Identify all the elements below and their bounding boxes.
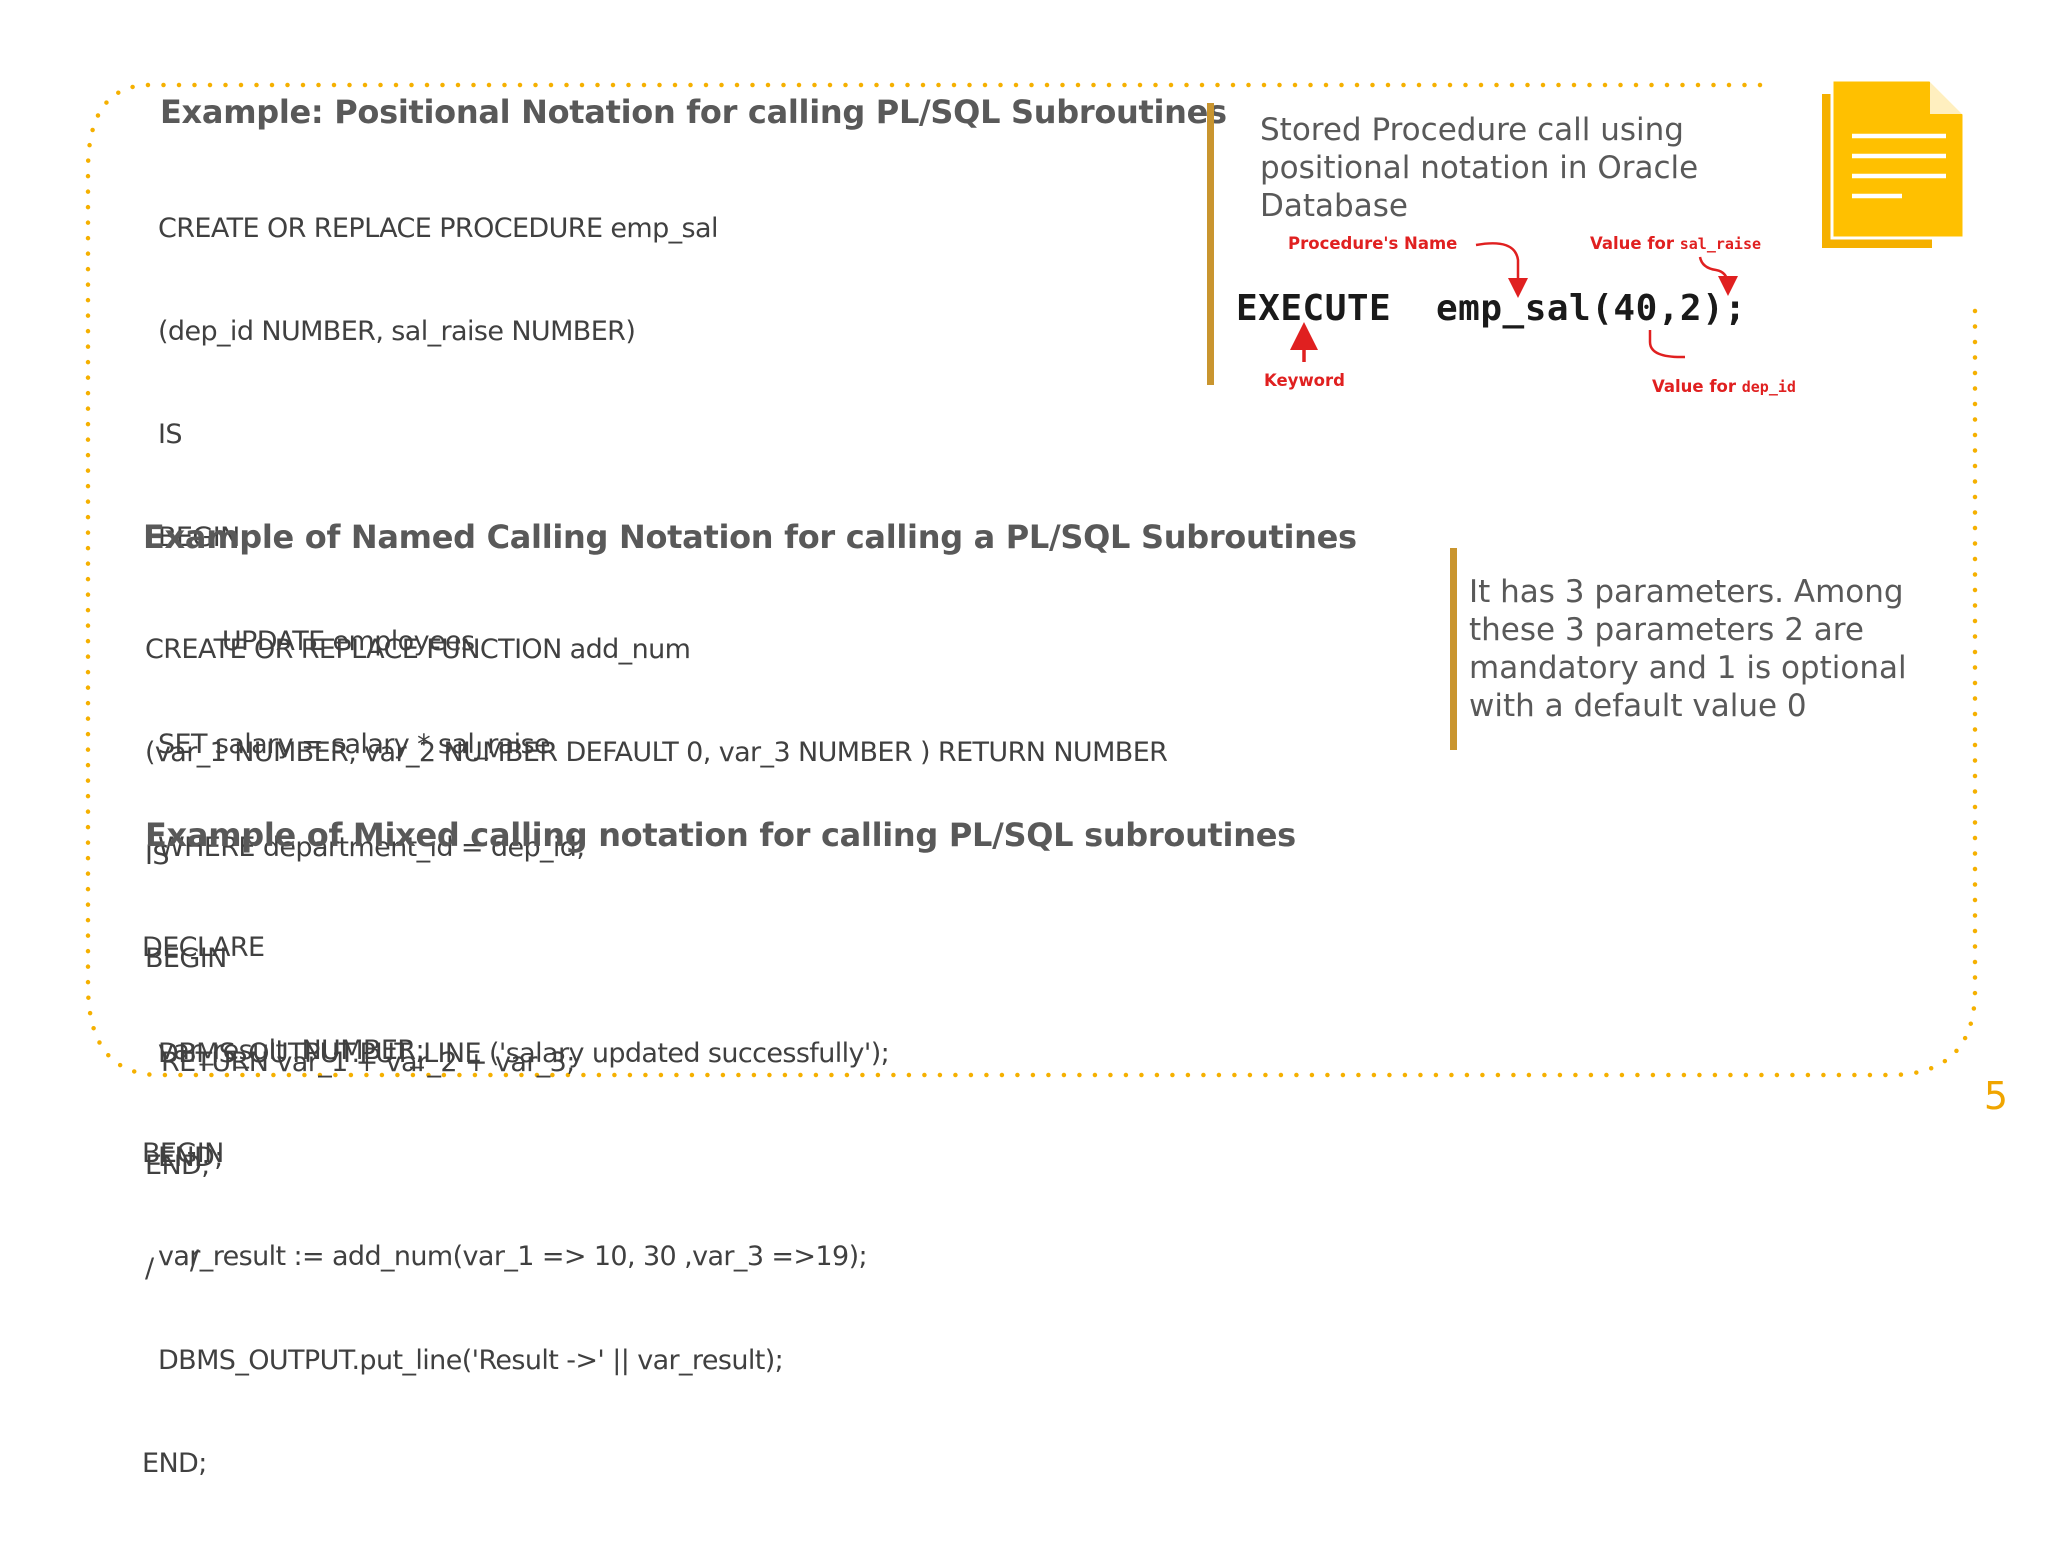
dotted-frame	[85, 82, 1978, 1078]
code-line: BEGIN	[145, 943, 227, 975]
parameters-note: It has 3 parameters. Among these 3 param…	[1469, 573, 1907, 725]
value-for-text: Value for	[1652, 377, 1736, 396]
sal-raise-text: sal_raise	[1679, 235, 1762, 253]
document-icon	[1822, 78, 1966, 248]
keyword-label: Keyword	[1264, 371, 1345, 390]
value-for-dep-id-label: Value for dep_id	[1652, 377, 1796, 396]
dep-id-arrow	[1648, 330, 1686, 359]
code-line: RETURN var_1 + var_2 + var_3;	[145, 1046, 575, 1078]
procedure-name-label: Procedure's Name	[1288, 234, 1458, 253]
code-line: IS	[145, 840, 170, 872]
code-line: DBMS_OUTPUT.PUT_LINE ('salary updated su…	[158, 1038, 890, 1070]
slide: Example: Positional Notation for calling…	[85, 78, 2008, 1479]
execute-call: emp_sal(40,2);	[1436, 288, 1747, 329]
stored-procedure-note: Stored Procedure call using positional n…	[1260, 111, 1698, 225]
code-line: DBMS_OUTPUT.put_line('Result ->' || var_…	[142, 1344, 784, 1376]
code-line: BEGIN	[142, 1138, 224, 1170]
code-line: BEGIN	[158, 522, 240, 554]
page-number: 5	[1983, 1074, 2008, 1118]
named-title: Example of Named Calling Notation for ca…	[143, 518, 1357, 556]
dep-id-text: dep_id	[1741, 378, 1796, 396]
note-line: these 3 parameters 2 are	[1469, 612, 1864, 648]
positional-title: Example: Positional Notation for calling…	[160, 93, 1227, 131]
code-line: (dep_id NUMBER, sal_raise NUMBER)	[158, 316, 636, 348]
code-line: END;	[142, 1447, 207, 1479]
code-line: var_result NUMBER;	[142, 1035, 425, 1067]
note-line: Stored Procedure call using	[1260, 112, 1684, 148]
note-line: mandatory and 1 is optional	[1469, 650, 1907, 686]
code-line: CREATE OR REPLACE FUNCTION add_num	[145, 633, 691, 665]
code-line: (var_1 NUMBER, var_2 NUMBER DEFAULT 0, v…	[145, 737, 1168, 769]
code-line: UPDATE employees	[158, 625, 475, 657]
sal-raise-arrow	[1698, 256, 1738, 296]
code-line: SET salary = salary * sal_raise	[158, 728, 551, 760]
code-line: IS	[158, 419, 183, 451]
code-line: WHERE department_id = dep_id;	[158, 832, 585, 864]
annotation-arrows	[1290, 242, 1738, 362]
code-line: CREATE OR REPLACE PROCEDURE emp_sal	[158, 212, 718, 244]
code-line: DECLARE	[142, 931, 265, 963]
mixed-code: DECLARE var_result NUMBER; BEGIN var_res…	[142, 862, 868, 1550]
named-code: CREATE OR REPLACE FUNCTION add_num (var_…	[145, 564, 1168, 1355]
note-line: with a default value 0	[1469, 688, 1807, 724]
procedure-name-arrow	[1475, 242, 1528, 298]
note-line: Database	[1260, 188, 1408, 224]
value-for-text: Value for	[1590, 234, 1674, 253]
accent-bar	[1207, 103, 1214, 385]
note-line: positional notation in Oracle	[1260, 150, 1699, 186]
mixed-title: Example of Mixed calling notation for ca…	[145, 816, 1296, 854]
accent-bar	[1450, 548, 1457, 750]
code-line: var_result := add_num(var_1 => 10, 30 ,v…	[142, 1241, 868, 1273]
value-for-sal-raise-label: Value for sal_raise	[1590, 234, 1761, 253]
note-line: It has 3 parameters. Among	[1469, 574, 1904, 610]
